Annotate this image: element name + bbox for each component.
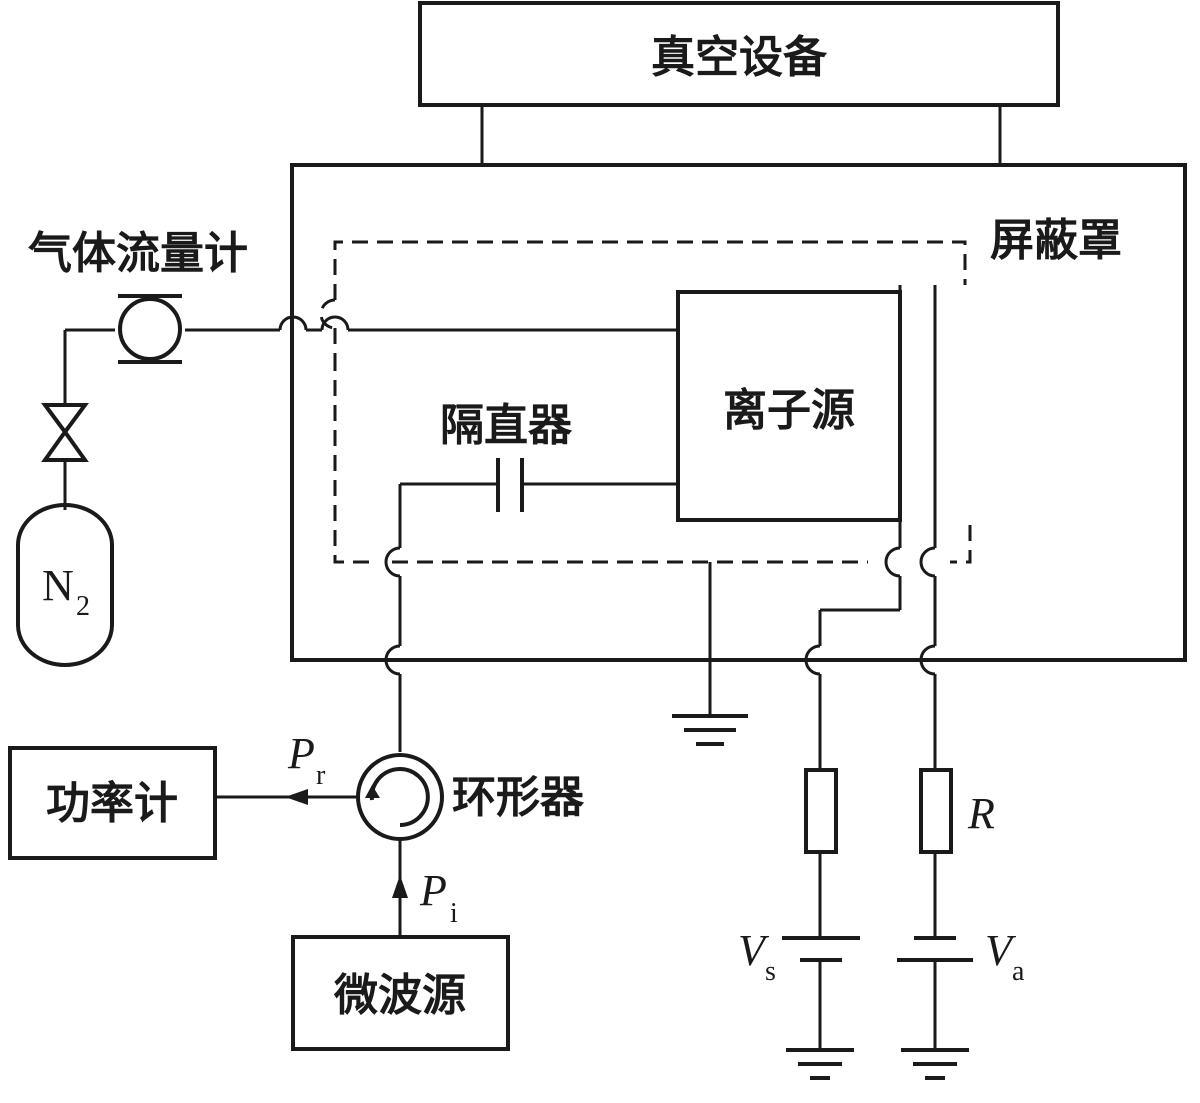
gas-line [63, 315, 678, 510]
svg-text:s: s [765, 956, 776, 987]
vs-lead [782, 520, 902, 1080]
ion-source: 离子源 [676, 290, 902, 522]
svg-text:V: V [738, 926, 770, 975]
va-label: V a [985, 926, 1025, 987]
ground-center [672, 562, 748, 746]
dc-block: 隔直器 [400, 400, 678, 512]
power-meter-label: 功率计 [46, 778, 178, 829]
circulator-label: 环形器 [452, 772, 585, 823]
valve-icon [41, 403, 89, 462]
dc-block-label: 隔直器 [440, 400, 573, 451]
flowmeter-label: 气体流量计 [28, 228, 248, 279]
shield-label: 屏蔽罩 [990, 215, 1122, 266]
circulator: 环形器 [356, 753, 585, 841]
microwave-label: 微波源 [333, 970, 466, 1021]
vacuum-equipment-label: 真空设备 [651, 32, 828, 83]
svg-text:a: a [1012, 956, 1025, 987]
shield-enclosure: 屏蔽罩 [290, 163, 1187, 662]
gas-label: N [42, 561, 74, 610]
rf-line [384, 484, 402, 752]
svg-text:r: r [316, 760, 326, 791]
svg-text:V: V [985, 926, 1017, 975]
svg-text:R: R [967, 789, 995, 838]
vs-label: V s [738, 926, 776, 987]
gas-flowmeter: 气体流量计 [28, 228, 248, 364]
microwave-source: 微波源 P i [291, 839, 510, 1051]
gas-subscript: 2 [76, 591, 90, 622]
resistor-label: R [967, 789, 995, 838]
power-meter: 功率计 P r [8, 729, 358, 860]
vacuum-equipment: 真空设备 [418, 1, 1060, 165]
svg-text:i: i [450, 898, 458, 929]
ion-source-label: 离子源 [723, 385, 855, 436]
n2-cylinder: N 2 [16, 503, 114, 667]
pi-label: P [419, 866, 447, 915]
pr-label: P [287, 729, 315, 778]
va-lead [897, 285, 973, 1080]
